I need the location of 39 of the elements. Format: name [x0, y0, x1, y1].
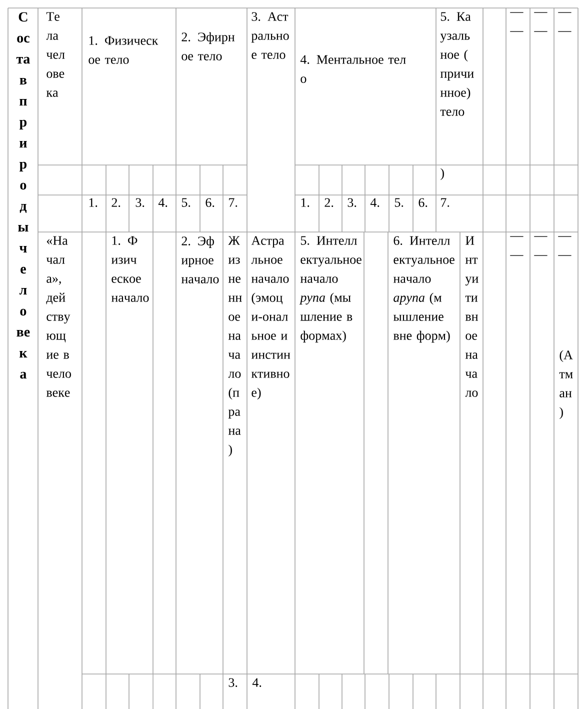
cell-text: — — [510, 236, 524, 256]
cell-text: Астральное начало (эмоци-ональное и инстинктивное) [251, 236, 290, 400]
cell-text: — — [510, 12, 524, 32]
cell-text: 4. Ментальное тело [300, 55, 406, 83]
cell-text: 2. Эфирное начало [181, 236, 219, 284]
cell-text: 3. [228, 678, 238, 687]
cell-text: 7. [441, 198, 450, 207]
cell-text: 1. [301, 198, 310, 207]
cell-text: — — [558, 12, 572, 32]
cell-text: 5. Интеллектуальное начало рупа (мышление в формах) [299, 236, 362, 342]
cell-text: 1. Физическое начало [111, 236, 149, 302]
cell-text: 6. Интеллектуальное начало арупа (мышление вне форм) [393, 236, 454, 343]
cell-text: 4. [370, 198, 380, 207]
cell-text: — — [534, 12, 548, 32]
cell-text: 4. [252, 678, 262, 687]
cell-text: 5. [182, 198, 190, 207]
cell-text: 7. [229, 198, 238, 207]
cell-text: «Начала», действующие в человеке [46, 236, 71, 397]
cell-text: 5. Каузальное (причинное) тело [440, 12, 474, 116]
cell-text: 3. [348, 198, 356, 207]
cell-text: 2. [324, 198, 334, 207]
cell-text: Тела человека [46, 12, 65, 97]
cell-text: 5. [394, 198, 404, 207]
cell-text: Жизненное начало (прана) [228, 236, 242, 456]
cell-text: 3. [136, 198, 144, 207]
cell-text: 2. [112, 198, 120, 207]
cell-text: 6. [206, 198, 214, 207]
cell-text: 1. [89, 198, 98, 207]
cell-text: — — [558, 236, 572, 256]
cell-text: 2. Эфирное тело [182, 32, 235, 60]
cell-text: — — [534, 236, 548, 256]
cell-text: Интуитивное начало [465, 236, 478, 397]
cell-text: 6. [418, 198, 428, 207]
cell-text: 4. [158, 198, 168, 207]
cell-text: 3. Астральное тело [251, 12, 289, 59]
row-heading: Состав природы человека [16, 12, 30, 379]
cell-text: ) [440, 168, 444, 180]
cell-text: 1. Физическое тело [88, 36, 158, 64]
cell-text: (Атман) [559, 350, 573, 419]
